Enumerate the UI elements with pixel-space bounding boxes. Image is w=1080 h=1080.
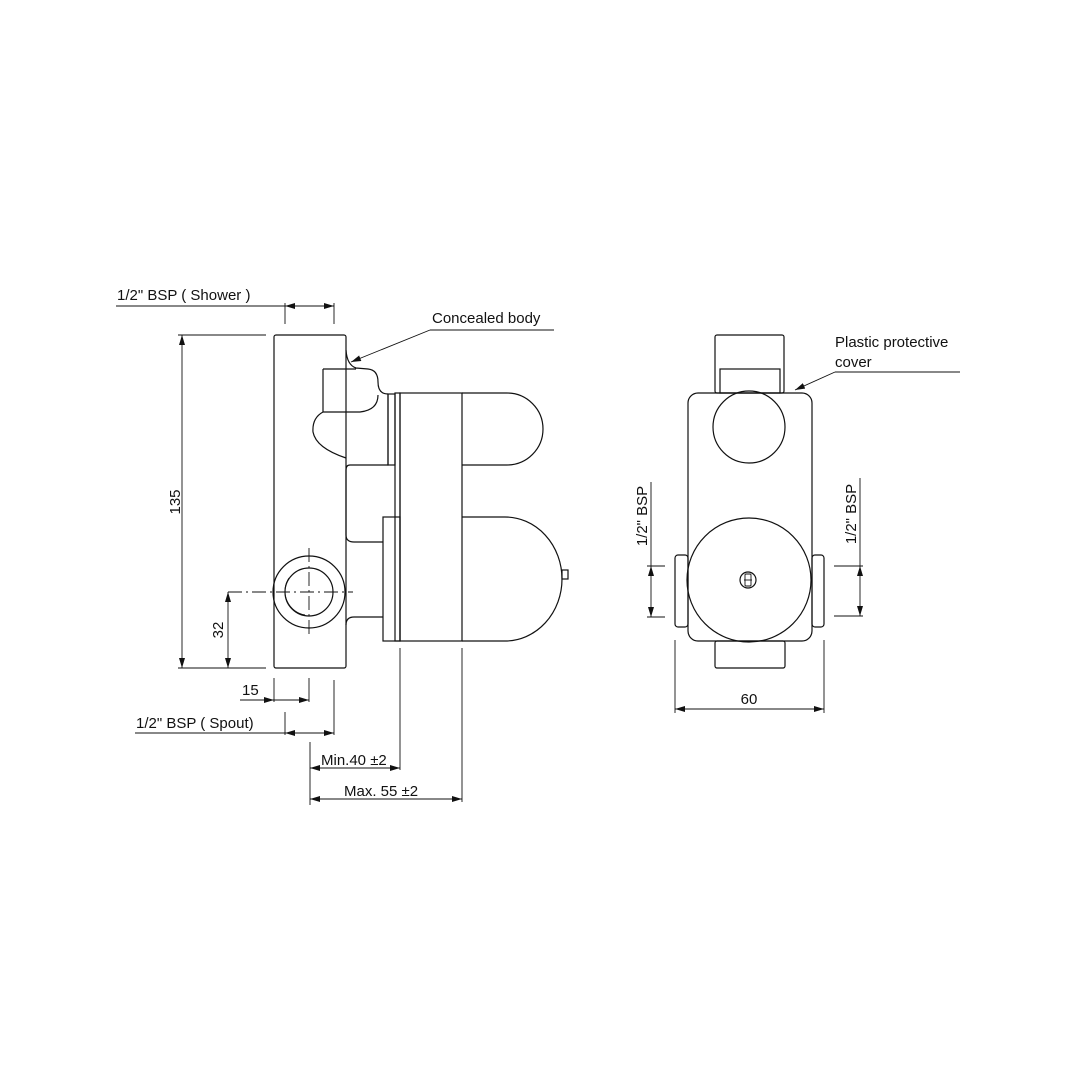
side-view: 1/2" BSP ( Shower ) Concealed body 135 3… — [116, 287, 569, 805]
cover-label-2: cover — [835, 354, 872, 371]
lower-plate — [382, 516, 401, 642]
thermostat-circle — [686, 517, 812, 643]
upper-neck — [312, 349, 389, 471]
right-port — [811, 554, 825, 628]
top-cap-inner — [719, 368, 781, 394]
width-dim: 60 — [741, 691, 758, 708]
spout-thread — [284, 577, 306, 616]
right-bsp-dim: 1/2" BSP — [843, 484, 860, 544]
left-bsp-dim: 1/2" BSP — [634, 486, 651, 546]
knob-nub — [561, 569, 569, 580]
upper-knob — [462, 392, 544, 466]
bottom-cap — [714, 640, 786, 669]
spout-center-dim: 15 — [242, 682, 259, 699]
concealed-body-label: Concealed body — [432, 310, 541, 327]
left-port — [674, 554, 689, 628]
middle-connector — [345, 470, 383, 543]
lower-connector — [345, 616, 383, 626]
screw-icon — [739, 571, 757, 589]
top-cap — [714, 334, 785, 394]
seal-ring — [387, 393, 396, 466]
spout-label: 1/2" BSP ( Spout) — [136, 715, 254, 732]
neck-curve — [323, 394, 379, 413]
main-block — [399, 392, 463, 642]
shower-label: 1/2" BSP ( Shower ) — [117, 287, 250, 304]
diverter-circle — [712, 390, 786, 464]
height-dim: 135 — [167, 489, 184, 514]
min-depth-dim: Min.40 ±2 — [321, 752, 387, 769]
front-view: Plastic protective cover 1/2" BSP 1/2" B… — [634, 334, 960, 713]
lower-knob — [462, 516, 563, 642]
cover-label-1: Plastic protective — [835, 334, 948, 351]
protective-cover — [687, 392, 813, 642]
max-depth-dim: Max. 55 ±2 — [344, 783, 418, 800]
spout-offset-dim: 32 — [210, 622, 227, 639]
